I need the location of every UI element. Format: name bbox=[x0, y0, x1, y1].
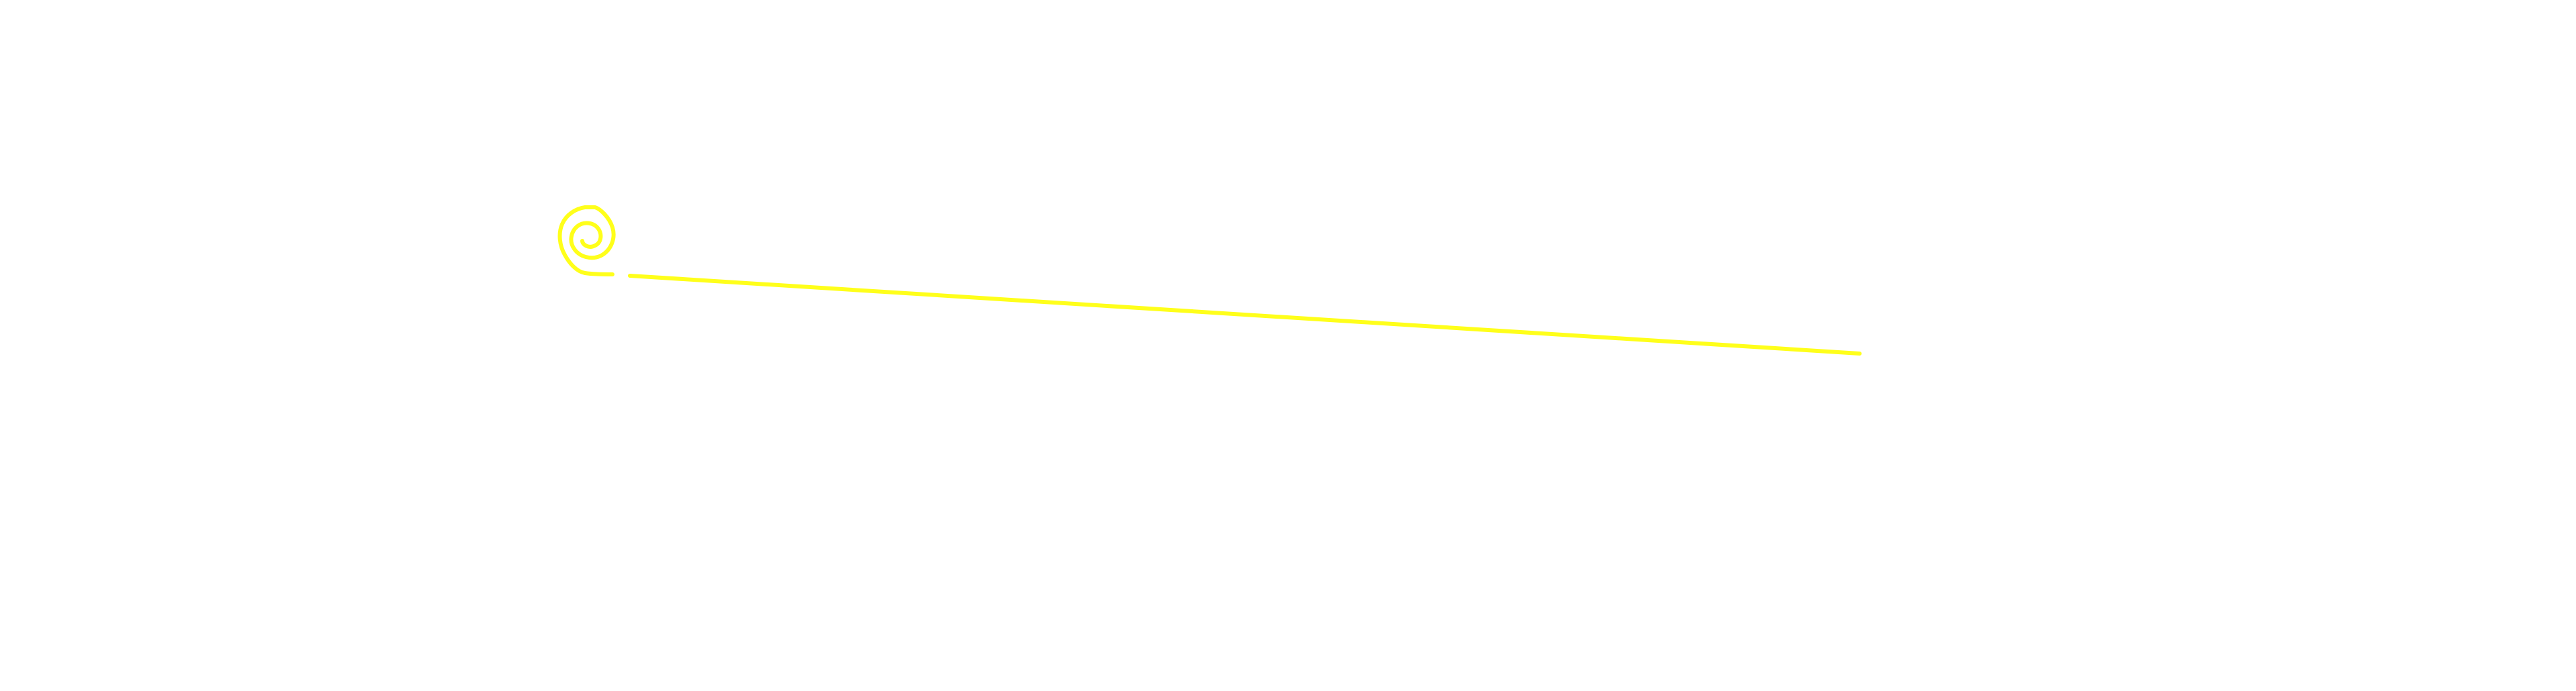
spiral-stroke[interactable] bbox=[557, 205, 616, 276]
line-stroke[interactable] bbox=[628, 274, 1862, 356]
